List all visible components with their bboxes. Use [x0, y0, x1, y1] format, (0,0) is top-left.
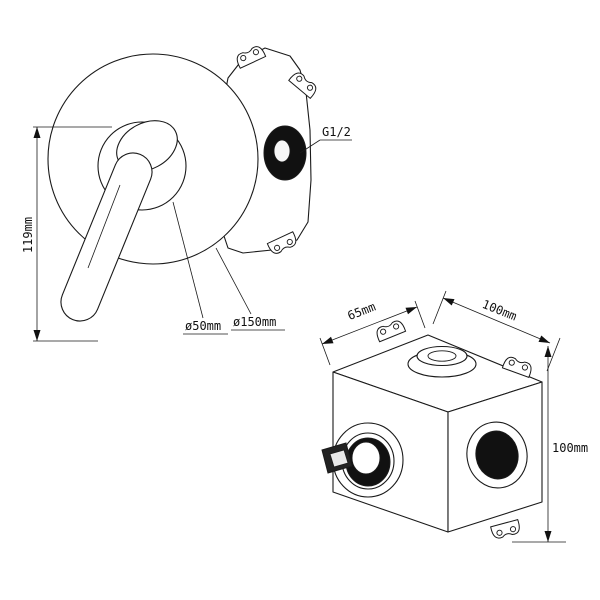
top-port-bore: [427, 350, 457, 362]
mounting-lug: [490, 519, 522, 541]
label-handle-diameter: ø50mm: [185, 319, 221, 333]
handle-lever-edge: [87, 184, 121, 269]
leader-plate-diameter: ø150mm: [215, 247, 285, 331]
top-port: [407, 345, 477, 378]
label-plate-diameter: ø150mm: [233, 315, 276, 329]
inlet-port-bore: [273, 139, 291, 163]
label-height-100: 100mm: [552, 441, 588, 455]
cartridge-spindle: [321, 422, 404, 498]
label-height-119: 119mm: [21, 217, 35, 253]
mounting-lug: [374, 318, 407, 343]
side-port: [466, 421, 528, 489]
dimension-height-119: 119mm: [21, 126, 112, 342]
handle: [60, 120, 178, 322]
leader-thread-size: G1/2: [299, 125, 352, 154]
handle-lever: [60, 152, 153, 322]
label-depth-65: 65mm: [346, 300, 378, 323]
label-thread-size: G1/2: [322, 125, 351, 139]
dimension-height-100: 100mm: [512, 346, 588, 543]
front-view: 119mm ø50mm ø150mm G1/2: [21, 43, 352, 342]
leader-handle-diameter: ø50mm: [172, 201, 228, 335]
iso-view: 100mm 65mm 100mm: [319, 290, 588, 543]
label-width-100: 100mm: [480, 297, 519, 324]
